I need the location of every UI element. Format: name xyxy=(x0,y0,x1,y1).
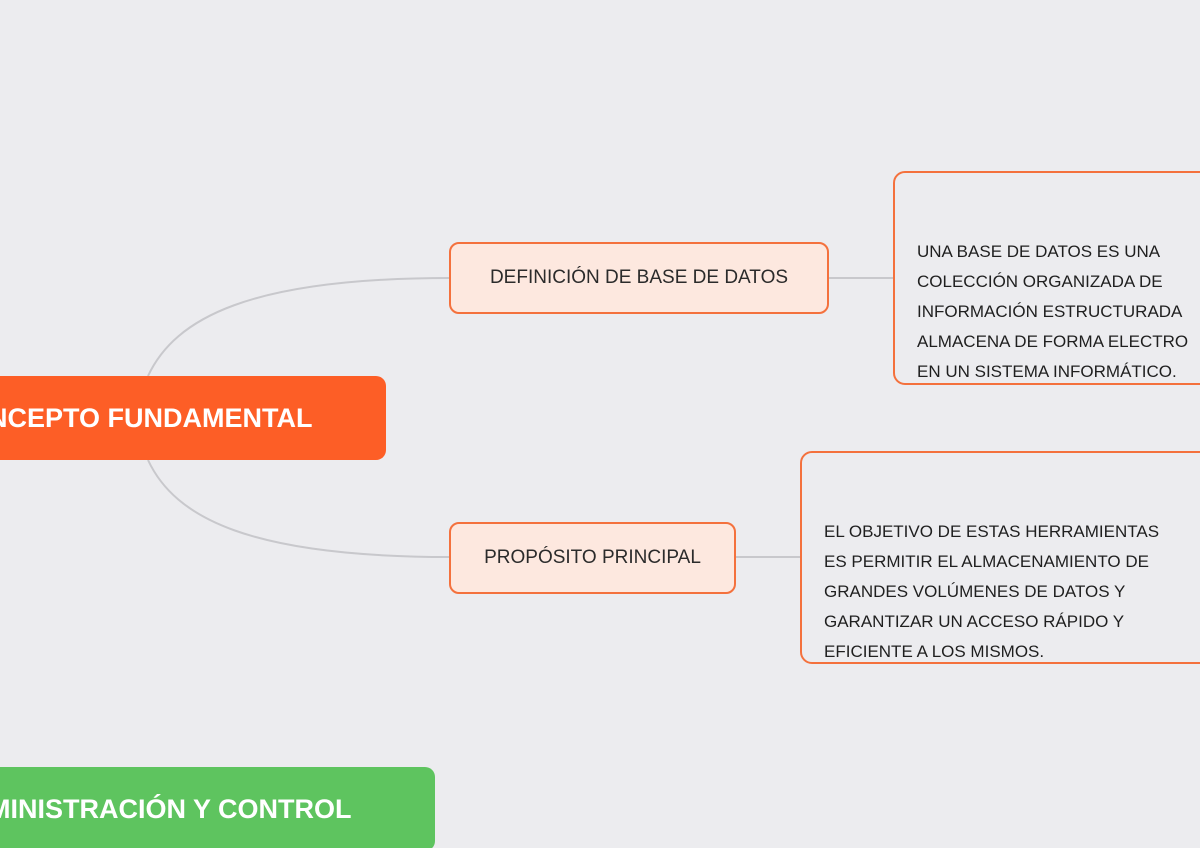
note-text: EL OBJETIVO DE ESTAS HERRAMIENTAS ES PER… xyxy=(824,522,1160,661)
connector-concept-to-definicion xyxy=(147,277,451,377)
subtopic-proposito-principal[interactable]: PROPÓSITO PRINCIPAL xyxy=(449,522,736,594)
main-topic-label: MINISTRACIÓN Y CONTROL xyxy=(0,793,352,824)
main-topic-concepto-fundamental[interactable]: NCEPTO FUNDAMENTAL xyxy=(0,376,386,460)
main-topic-label: NCEPTO FUNDAMENTAL xyxy=(0,402,313,433)
connector-concept-to-proposito xyxy=(147,459,451,558)
main-topic-administracion-control[interactable]: MINISTRACIÓN Y CONTROL xyxy=(0,767,435,848)
note-definicion[interactable]: UNA BASE DE DATOS ES UNA COLECCIÓN ORGAN… xyxy=(893,171,1200,385)
subtopic-label: PROPÓSITO PRINCIPAL xyxy=(484,547,701,568)
note-proposito[interactable]: EL OBJETIVO DE ESTAS HERRAMIENTAS ES PER… xyxy=(800,451,1200,664)
subtopic-label: DEFINICIÓN DE BASE DE DATOS xyxy=(489,267,789,288)
note-text: UNA BASE DE DATOS ES UNA COLECCIÓN ORGAN… xyxy=(917,242,1189,381)
subtopic-definicion-base-datos[interactable]: DEFINICIÓN DE BASE DE DATOS xyxy=(449,242,829,314)
